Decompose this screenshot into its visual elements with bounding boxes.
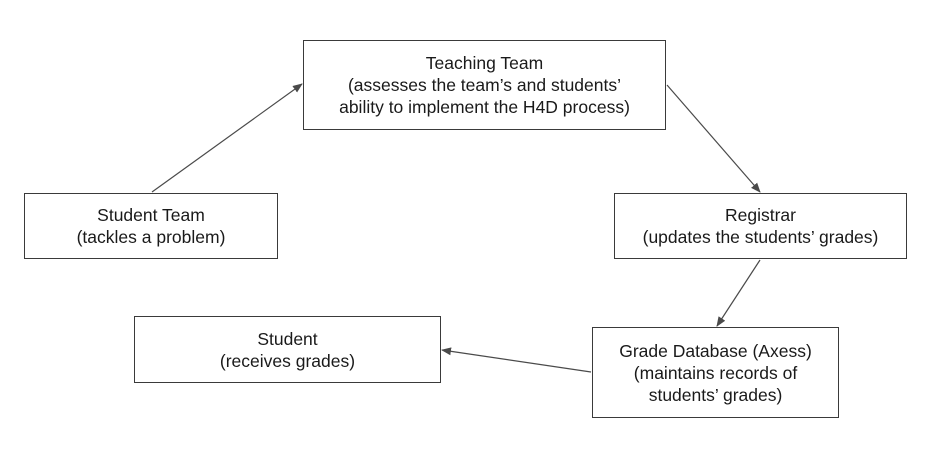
node-grade-database-line-2: (maintains records of xyxy=(633,362,798,383)
node-teaching-team-line-3: ability to implement the H4D process) xyxy=(339,97,630,117)
edge-grade-database-to-student xyxy=(441,347,592,373)
node-student-team-title: Student Team xyxy=(97,205,205,225)
node-student-line-2: (receives grades) xyxy=(219,350,356,371)
edge-student-team-to-teaching-team xyxy=(151,83,303,193)
node-student: Student (receives grades) xyxy=(134,316,441,383)
node-student-team: Student Team (tackles a problem) xyxy=(24,193,278,259)
node-teaching-team-line-2: (assesses the team’s and students’ xyxy=(347,75,622,95)
node-teaching-team-title: Teaching Team xyxy=(425,53,544,73)
node-student-title: Student xyxy=(257,328,318,349)
node-registrar: Registrar (updates the students’ grades) xyxy=(614,193,907,259)
node-grade-database-line-3: students’ grades) xyxy=(648,384,783,405)
node-registrar-line-2: (updates the students’ grades) xyxy=(642,227,879,247)
edge-teaching-team-to-registrar xyxy=(666,84,761,193)
node-student-team-line-2: (tackles a problem) xyxy=(76,227,226,247)
node-grade-database-title: Grade Database (Axess) xyxy=(619,340,812,361)
edge-registrar-to-grade-database xyxy=(716,259,761,327)
node-grade-database: Grade Database (Axess) (maintains record… xyxy=(592,327,839,418)
node-registrar-title: Registrar xyxy=(725,205,796,225)
node-teaching-team: Teaching Team (assesses the team’s and s… xyxy=(303,40,666,130)
